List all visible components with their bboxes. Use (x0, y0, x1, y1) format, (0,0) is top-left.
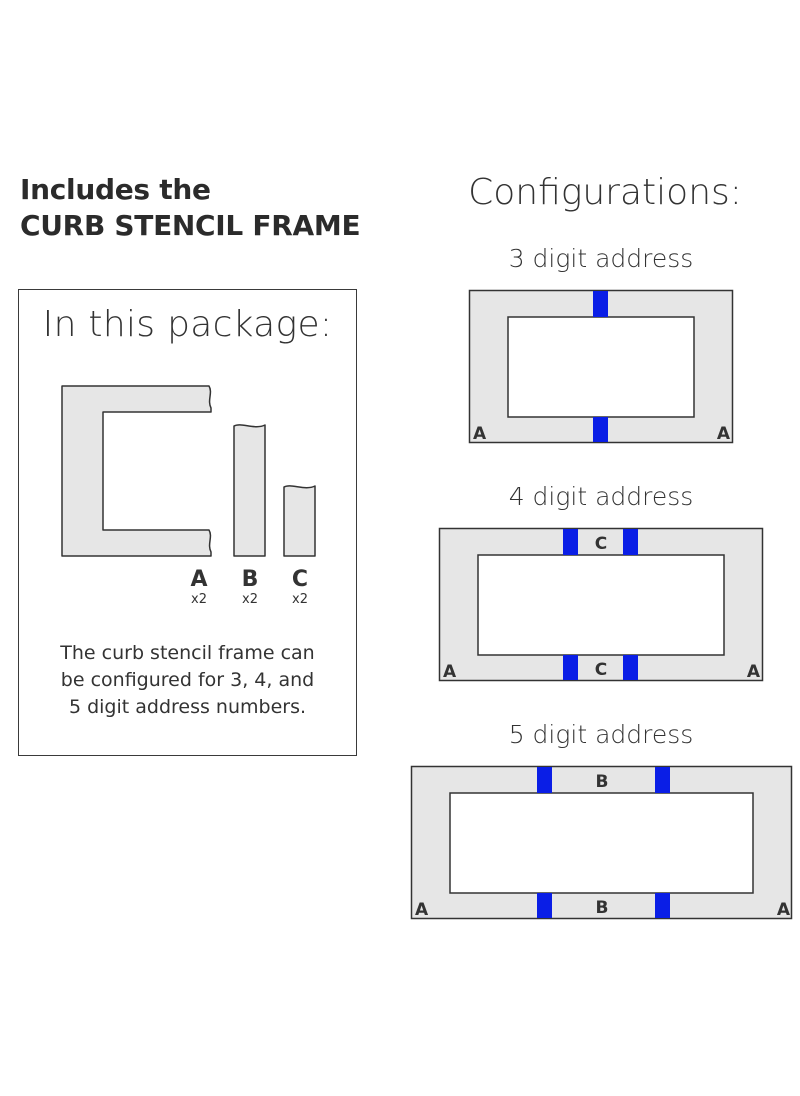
part-a-qty: x2 (191, 592, 207, 607)
config-3-digit-frame: A A (468, 289, 734, 444)
middle-letter-bottom: B (596, 898, 609, 918)
part-b-shape (233, 424, 266, 557)
part-c-letter: C (292, 567, 308, 592)
config-4-digit-frame: C C A A (438, 527, 764, 682)
description-line-1: The curb stencil frame can (60, 642, 315, 664)
config-3-digit-label: 3 digit address (508, 244, 694, 273)
joint-top (593, 291, 608, 317)
part-a-letter: A (190, 567, 207, 592)
config-4-digit-label: 4 digit address (508, 482, 694, 511)
corner-letter-right: A (747, 662, 761, 682)
package-contents-box: In this package: A x2 B x2 C x2 The curb… (18, 289, 357, 756)
config-5-digit-label: 5 digit address (508, 720, 694, 749)
part-b-qty: x2 (242, 592, 258, 607)
part-a-shape (61, 385, 212, 557)
part-c-shape (283, 485, 316, 557)
heading-line-2: CURB STENCIL FRAME (20, 209, 361, 242)
middle-letter-bottom: C (595, 660, 607, 680)
corner-letter-right: A (777, 900, 791, 920)
package-title: In this package: (42, 304, 333, 345)
main-heading: Includes the CURB STENCIL FRAME (20, 172, 361, 244)
corner-letter-left: A (443, 662, 457, 682)
heading-line-1: Includes the (20, 173, 211, 206)
frame-inner (477, 554, 725, 656)
middle-letter-top: C (595, 534, 607, 554)
description-line-3: 5 digit address numbers. (68, 696, 307, 718)
joint-bottom-left (537, 893, 552, 918)
parts-illustration: A x2 B x2 C x2 (61, 385, 316, 607)
joint-bottom-right (655, 893, 670, 918)
package-description: The curb stencil frame can be configured… (19, 640, 356, 721)
joint-top-right (623, 529, 638, 555)
joint-bottom (593, 417, 608, 442)
corner-letter-left: A (415, 900, 429, 920)
joint-bottom-left (563, 655, 578, 680)
description-line-2: be configured for 3, 4, and (60, 669, 315, 691)
corner-letter-right: A (717, 424, 731, 444)
corner-letter-left: A (473, 424, 487, 444)
part-b-letter: B (242, 567, 259, 592)
config-5-digit-frame: B B A A (410, 765, 793, 920)
joint-top-right (655, 767, 670, 793)
frame-inner (449, 792, 754, 894)
configurations-title: Configurations: (468, 172, 742, 213)
joint-top-left (563, 529, 578, 555)
joint-bottom-right (623, 655, 638, 680)
middle-letter-top: B (596, 772, 609, 792)
part-c-qty: x2 (292, 592, 308, 607)
frame-inner (507, 316, 695, 418)
joint-top-left (537, 767, 552, 793)
